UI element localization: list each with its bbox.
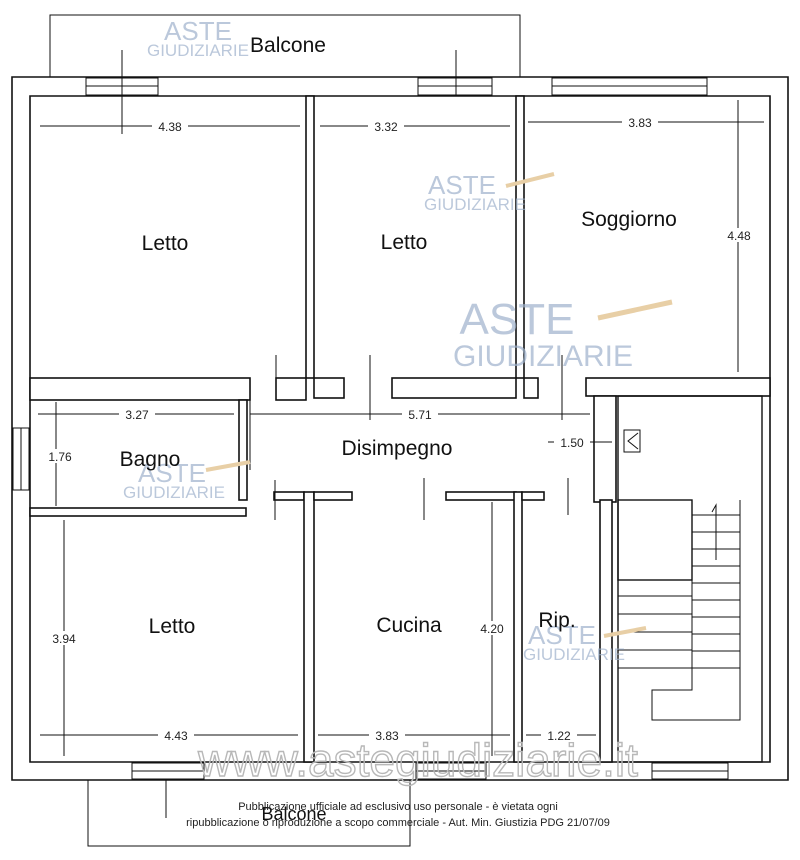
watermark-aste-center: ASTE GIUDIZIARIE [453,295,673,373]
watermark-site: www.astegiudiziarie.it [197,734,638,786]
watermark-line1: ASTE [460,295,575,344]
wall-letto2-bottom-b [391,377,517,399]
notice-line-1: Pubblicazione ufficiale ad esclusivo uso… [238,801,558,813]
wall-disimpegno-bottom-c [445,491,517,501]
dim-cucina-width: 3.83 [375,729,399,743]
entrance-arrow-icon [623,429,641,453]
wall-letto2-bottom-a [313,377,345,399]
dim-soggiorno-height: 4.48 [727,229,751,243]
dim-soggiorno-width: 3.83 [628,116,652,130]
wall-soggiorno-bottom-a [523,377,539,399]
wall-cucina-rip [513,491,523,763]
watermark-line2: GIUDIZIARIE [424,195,526,214]
room-label-cucina: Cucina [376,614,442,637]
exterior-wall [11,76,789,781]
watermark-line1: ASTE [528,620,596,650]
dim-letto-1-width: 4.38 [158,120,182,134]
wall-letto1-bottom-b [275,377,307,401]
wall-letto-letto [305,95,315,379]
dim-bagno-height: 1.76 [48,450,72,464]
wall-letto-soggiorno [515,95,525,379]
room-label-soggiorno: Soggiorno [581,208,677,231]
wall-bagno-right [238,399,248,501]
balcony-bottom-outline [87,780,411,847]
stair-steps [618,503,740,669]
dimension-labels: 4.38 3.32 3.83 4.48 3.27 1.76 5.71 1.50 … [42,115,757,743]
watermark-aste-top: ASTE GIUDIZIARIE [147,16,249,60]
wall-disimpegno-bottom-d [521,491,545,501]
room-label-letto-2: Letto [381,231,428,254]
wall-bagno-bottom [29,507,247,517]
watermark-line2: GIUDIZIARIE [147,41,249,60]
room-label-bagno: Bagno [120,448,181,471]
watermark-line1: ASTE [138,458,206,488]
dim-ripostiglio-width: 1.22 [547,729,571,743]
wall-disimpegno-bottom-a [273,491,305,501]
room-label-balcone-bottom: Balcone [261,804,326,824]
stair-flight [651,500,741,721]
watermark-aste-bagno: ASTE GIUDIZIARIE [123,458,251,502]
dim-cucina-height: 4.20 [480,622,504,636]
dim-letto-2-width: 3.32 [374,120,398,134]
dim-disimpegno-width: 5.71 [408,408,432,422]
wall-letto1-bottom-a [29,377,251,401]
dim-disimpegno-height: 1.50 [560,436,584,450]
watermark-aste-rip: ASTE GIUDIZIARIE [523,620,647,664]
watermark-aste-upper: ASTE GIUDIZIARIE [424,170,555,214]
room-label-balcone-top: Balcone [250,34,326,57]
wall-disimpegno-bottom-b [313,491,353,501]
watermark-line2: GIUDIZIARIE [453,340,633,373]
notice-line-2: ripubblicazione o riproduzione a scopo c… [186,817,610,829]
dimension-lines [38,50,764,818]
wall-soggiorno-bottom-b [585,377,771,397]
room-label-ripostiglio: Rip. [538,609,575,632]
stair-landing [617,499,693,581]
dim-bagno-width: 3.27 [125,408,149,422]
watermark-line2: GIUDIZIARIE [523,645,625,664]
dim-letto-3-width: 4.43 [164,729,188,743]
wall-rip-right [599,499,613,763]
wall-disimpegno-right [593,395,617,503]
room-label-letto-3: Letto [149,615,196,638]
watermark-line2: GIUDIZIARIE [123,483,225,502]
watermark-line1: ASTE [164,16,232,46]
wall-letto3-cucina [303,491,315,763]
room-label-letto-1: Letto [142,232,189,255]
room-label-disimpegno: Disimpegno [342,437,453,460]
watermark-line1: ASTE [428,170,496,200]
dim-letto-3-height: 3.94 [52,632,76,646]
